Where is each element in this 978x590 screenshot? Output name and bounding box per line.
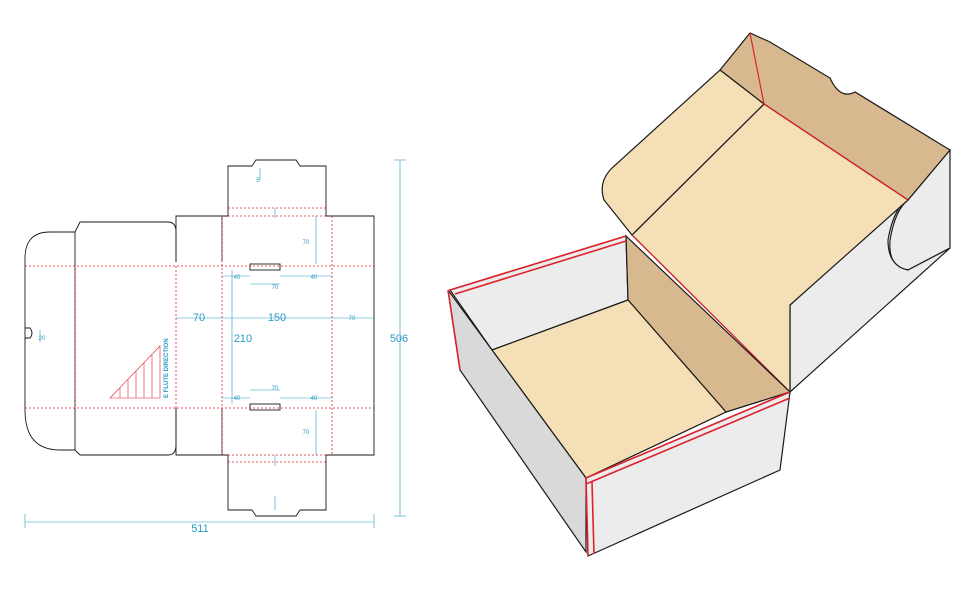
dim-panel-height: 210 [234,333,252,345]
flute-direction-marker [109,345,161,399]
dimension-lines [24,159,406,528]
dim-offset-top-right: 40 [311,275,318,281]
lid-front-flap [601,69,765,236]
dim-tab-top: 70 [272,285,279,291]
box-3d [447,32,951,557]
dim-tab-bottom: 70 [272,386,279,392]
dim-top-small: 5 [256,178,260,184]
dim-offset-bottom-left: 40 [234,396,241,402]
dieline-crease-lines [25,207,374,463]
box-rim-edges [447,235,791,557]
dieline [24,159,375,517]
dim-side-flap: 70 [193,312,205,324]
dimension-labels: 511 506 70 150 70 210 70 70 70 70 40 40 … [39,178,409,535]
dim-offset-top-left: 40 [234,275,241,281]
dieline-cut-outline [24,159,375,517]
dim-tuck-top: 70 [303,240,310,246]
dim-total-height: 506 [390,333,408,345]
dim-panel-width: 150 [268,312,286,324]
dim-side-flap-right: 70 [349,316,356,322]
dim-offset-bottom-right: 40 [311,396,318,402]
flute-direction-label: E FLUTE DIRECTION [164,338,170,398]
lid-back-panel [719,32,951,201]
lid-crease-lines [631,32,909,393]
dim-notch: 20 [39,336,46,342]
dim-total-width: 511 [191,523,209,535]
dim-tuck-bottom: 70 [303,430,310,436]
